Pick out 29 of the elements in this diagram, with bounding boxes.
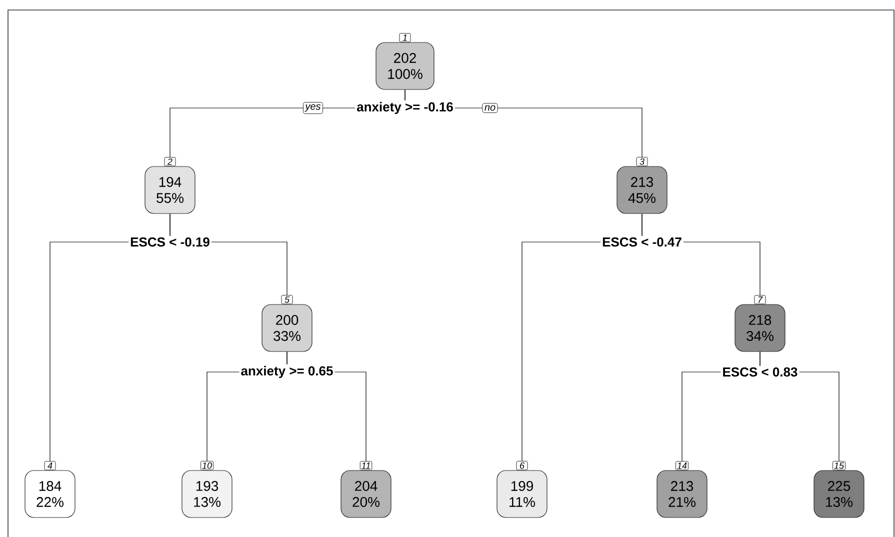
split-condition: ESCS < -0.47	[600, 236, 684, 248]
node-number: 6	[516, 460, 528, 470]
node-number: 10	[200, 460, 214, 470]
node-number: 2	[164, 157, 176, 166]
split-condition: anxiety >= 0.65	[239, 364, 335, 380]
leaf-box: 193 13%	[182, 470, 232, 518]
leaf-box: 200 33%	[262, 304, 312, 352]
split-condition: anxiety >= -0.16	[355, 100, 455, 116]
leaf-box: 213 21%	[656, 470, 708, 518]
leaf-box: 194 55%	[144, 166, 196, 214]
split-condition: ESCS < 0.83	[720, 366, 800, 378]
split-condition: ESCS < -0.19	[128, 236, 212, 248]
node-number: 7	[754, 295, 766, 304]
node-number: 1	[399, 33, 411, 42]
leaf-box: 184 22%	[24, 470, 76, 518]
leaf-box: 218 34%	[734, 304, 786, 352]
node-number: 11	[360, 461, 372, 470]
node-number: 14	[676, 461, 688, 470]
edge-label: no	[484, 105, 496, 111]
node-number: 15	[832, 461, 846, 470]
leaf-box: 199 11%	[496, 470, 548, 518]
leaf-box: 225 13%	[814, 470, 864, 518]
leaf-box: 213 45%	[616, 166, 668, 214]
edge-label: yes	[304, 104, 321, 112]
leaf-box: 204 20%	[340, 470, 392, 518]
node-number: 3	[636, 156, 648, 166]
node-number: 5	[281, 295, 293, 304]
node-number: 4	[44, 461, 56, 470]
leaf-box: 202 100%	[376, 42, 434, 90]
